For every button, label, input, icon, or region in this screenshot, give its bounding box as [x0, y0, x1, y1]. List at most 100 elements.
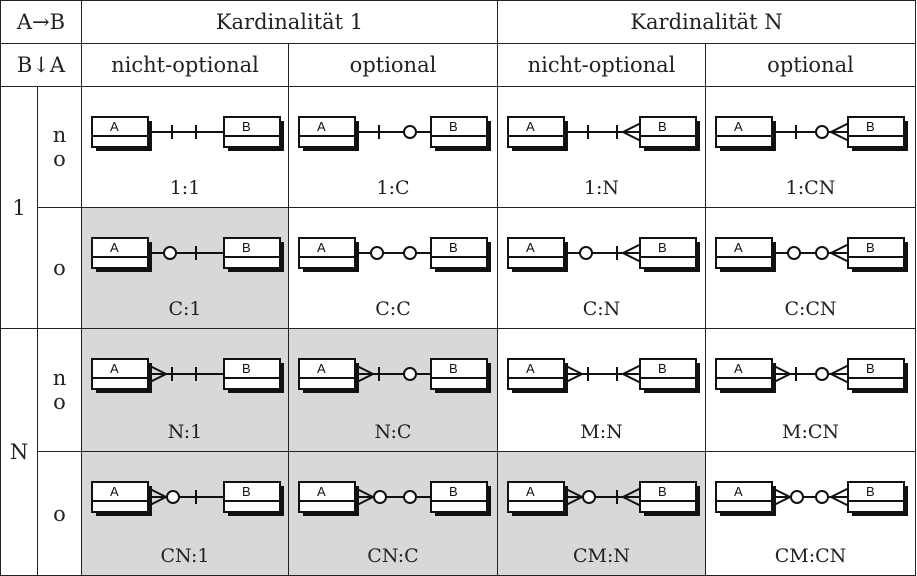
- entity-letter: A: [317, 484, 326, 499]
- sub-header-3: nicht-optional: [498, 44, 706, 87]
- entity-letter: A: [734, 240, 743, 255]
- entity-letter: B: [658, 240, 667, 255]
- entity-a-box: A: [91, 358, 152, 393]
- cardinality-label: 1:N: [583, 177, 620, 199]
- left-cardinality-symbol: [370, 246, 384, 260]
- right-cardinality-symbol: [616, 364, 642, 384]
- entity-a-box: A: [715, 358, 776, 393]
- entity-letter: A: [526, 119, 535, 134]
- right-cardinality-symbol: [403, 125, 417, 139]
- entity-letter: A: [734, 361, 743, 376]
- entity-letter: B: [866, 484, 875, 499]
- row-sub-2: o: [38, 208, 82, 329]
- entity-a-box: A: [298, 116, 359, 151]
- sub-header-4: optional: [706, 44, 916, 87]
- entity-letter: A: [526, 484, 535, 499]
- relationship-cell: A B CM:CN: [706, 452, 916, 576]
- cardinality-label: CM:CN: [774, 545, 847, 567]
- sub-header-label: optional: [767, 53, 854, 77]
- cardinality-label: N:C: [374, 421, 412, 443]
- right-cardinality-symbol: [815, 487, 850, 507]
- cardinality-label: CN:C: [367, 545, 419, 567]
- sub-header-label: nicht-optional: [111, 53, 259, 77]
- entity-b-box: B: [430, 481, 491, 516]
- row-sub-label: n o: [52, 366, 67, 414]
- cardinality-label: CM:N: [572, 545, 631, 567]
- right-cardinality-symbol: [616, 122, 642, 142]
- entity-a-box: A: [298, 237, 359, 272]
- cardinality-label: C:C: [375, 298, 411, 320]
- right-cardinality-symbol: [616, 487, 642, 507]
- entity-letter: A: [317, 240, 326, 255]
- cardinality-label: 1:1: [169, 177, 201, 199]
- cardinality-label: M:CN: [781, 421, 840, 443]
- entity-letter: B: [658, 119, 667, 134]
- entity-b-box: B: [847, 481, 908, 516]
- entity-b-box: B: [430, 237, 491, 272]
- group-header-n: Kardinalität N: [498, 0, 916, 44]
- entity-a-box: A: [91, 237, 152, 272]
- row-sub-label: o: [53, 256, 66, 280]
- entity-letter: B: [449, 240, 458, 255]
- entity-b-box: B: [223, 481, 284, 516]
- cardinality-label: C:1: [168, 298, 202, 320]
- row-sub-4: o: [38, 452, 82, 576]
- entity-a-box: A: [507, 237, 568, 272]
- cardinality-label: CN:1: [160, 545, 210, 567]
- entity-letter: A: [110, 361, 119, 376]
- group-header-1-label: Kardinalität 1: [215, 10, 364, 34]
- entity-letter: B: [866, 119, 875, 134]
- sub-header-1: nicht-optional: [82, 44, 289, 87]
- entity-letter: A: [317, 119, 326, 134]
- entity-letter: B: [866, 240, 875, 255]
- entity-letter: B: [658, 361, 667, 376]
- row-sub-label: n o: [52, 123, 67, 171]
- entity-letter: B: [449, 361, 458, 376]
- sub-header-label: nicht-optional: [527, 53, 676, 77]
- entity-b-box: B: [639, 237, 700, 272]
- entity-b-box: B: [847, 116, 908, 151]
- entity-letter: B: [242, 240, 251, 255]
- right-cardinality-symbol: [403, 490, 417, 504]
- entity-a-box: A: [298, 358, 359, 393]
- entity-letter: A: [734, 484, 743, 499]
- row-group-label: 1: [12, 195, 26, 220]
- entity-b-box: B: [639, 358, 700, 393]
- sub-header-2: optional: [289, 44, 498, 87]
- entity-letter: B: [242, 484, 251, 499]
- entity-a-box: A: [507, 116, 568, 151]
- corner-bottom-label: B↓A: [16, 53, 66, 77]
- right-cardinality-symbol: [403, 246, 417, 260]
- right-cardinality-symbol: [403, 367, 417, 381]
- entity-a-box: A: [715, 481, 776, 516]
- entity-b-box: B: [430, 358, 491, 393]
- left-cardinality-symbol: [787, 246, 801, 260]
- cardinality-label: N:1: [167, 421, 203, 443]
- entity-b-box: B: [639, 481, 700, 516]
- entity-b-box: B: [639, 116, 700, 151]
- entity-b-box: B: [430, 116, 491, 151]
- sub-header-label: optional: [349, 53, 437, 77]
- entity-letter: A: [526, 240, 535, 255]
- entity-a-box: A: [715, 116, 776, 151]
- left-cardinality-symbol: [579, 246, 593, 260]
- left-cardinality-symbol: [163, 246, 177, 260]
